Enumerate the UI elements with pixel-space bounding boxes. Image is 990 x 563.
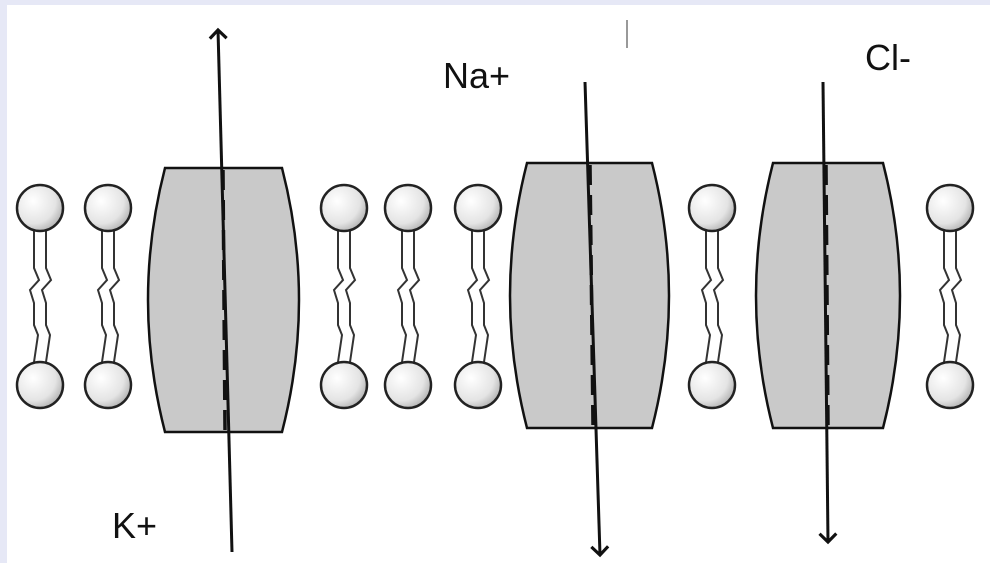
fatty-acid-tail [938,231,951,363]
fatty-acid-tail [40,231,53,363]
fatty-acid-tail [700,231,713,363]
phospholipid-head [453,360,503,410]
k-arrow-up [208,27,234,553]
na-ion-label: Na+ [443,55,511,96]
phospholipid [319,183,369,410]
phospholipid-head [453,183,503,233]
k-ion-label: K+ [112,505,158,546]
phospholipid-head [15,360,65,410]
fatty-acid-tail [28,231,41,363]
phospholipid-head [319,360,369,410]
fatty-acid-tail [96,231,109,363]
cl-ion-label: Cl- [865,37,911,78]
fatty-acid-tail [950,231,963,363]
phospholipid [925,183,975,410]
fatty-acid-tail [344,231,357,363]
phospholipid [83,183,133,410]
fatty-acid-tail [396,231,409,363]
fatty-acid-tail [108,231,121,363]
phospholipid-head [383,360,433,410]
phospholipid-head [319,183,369,233]
phospholipid [687,183,737,410]
phospholipid-head [83,360,133,410]
phospholipid-head [687,360,737,410]
channel-protein-na [508,161,671,430]
fatty-acid-tail [712,231,725,363]
phospholipid-head [383,183,433,233]
phospholipid-head [925,183,975,233]
phospholipid [15,183,65,410]
phospholipid-head [15,183,65,233]
phospholipid-layer [15,183,975,410]
phospholipid-head [687,183,737,233]
fatty-acid-tail [478,231,491,363]
phospholipid-head [83,183,133,233]
fatty-acid-tail [332,231,345,363]
cl-arrow-down [818,81,838,545]
fatty-acid-tail [408,231,421,363]
phospholipid-head [925,360,975,410]
phospholipid [453,183,503,410]
na-arrow-down [583,81,610,558]
phospholipid [383,183,433,410]
fatty-acid-tail [466,231,479,363]
